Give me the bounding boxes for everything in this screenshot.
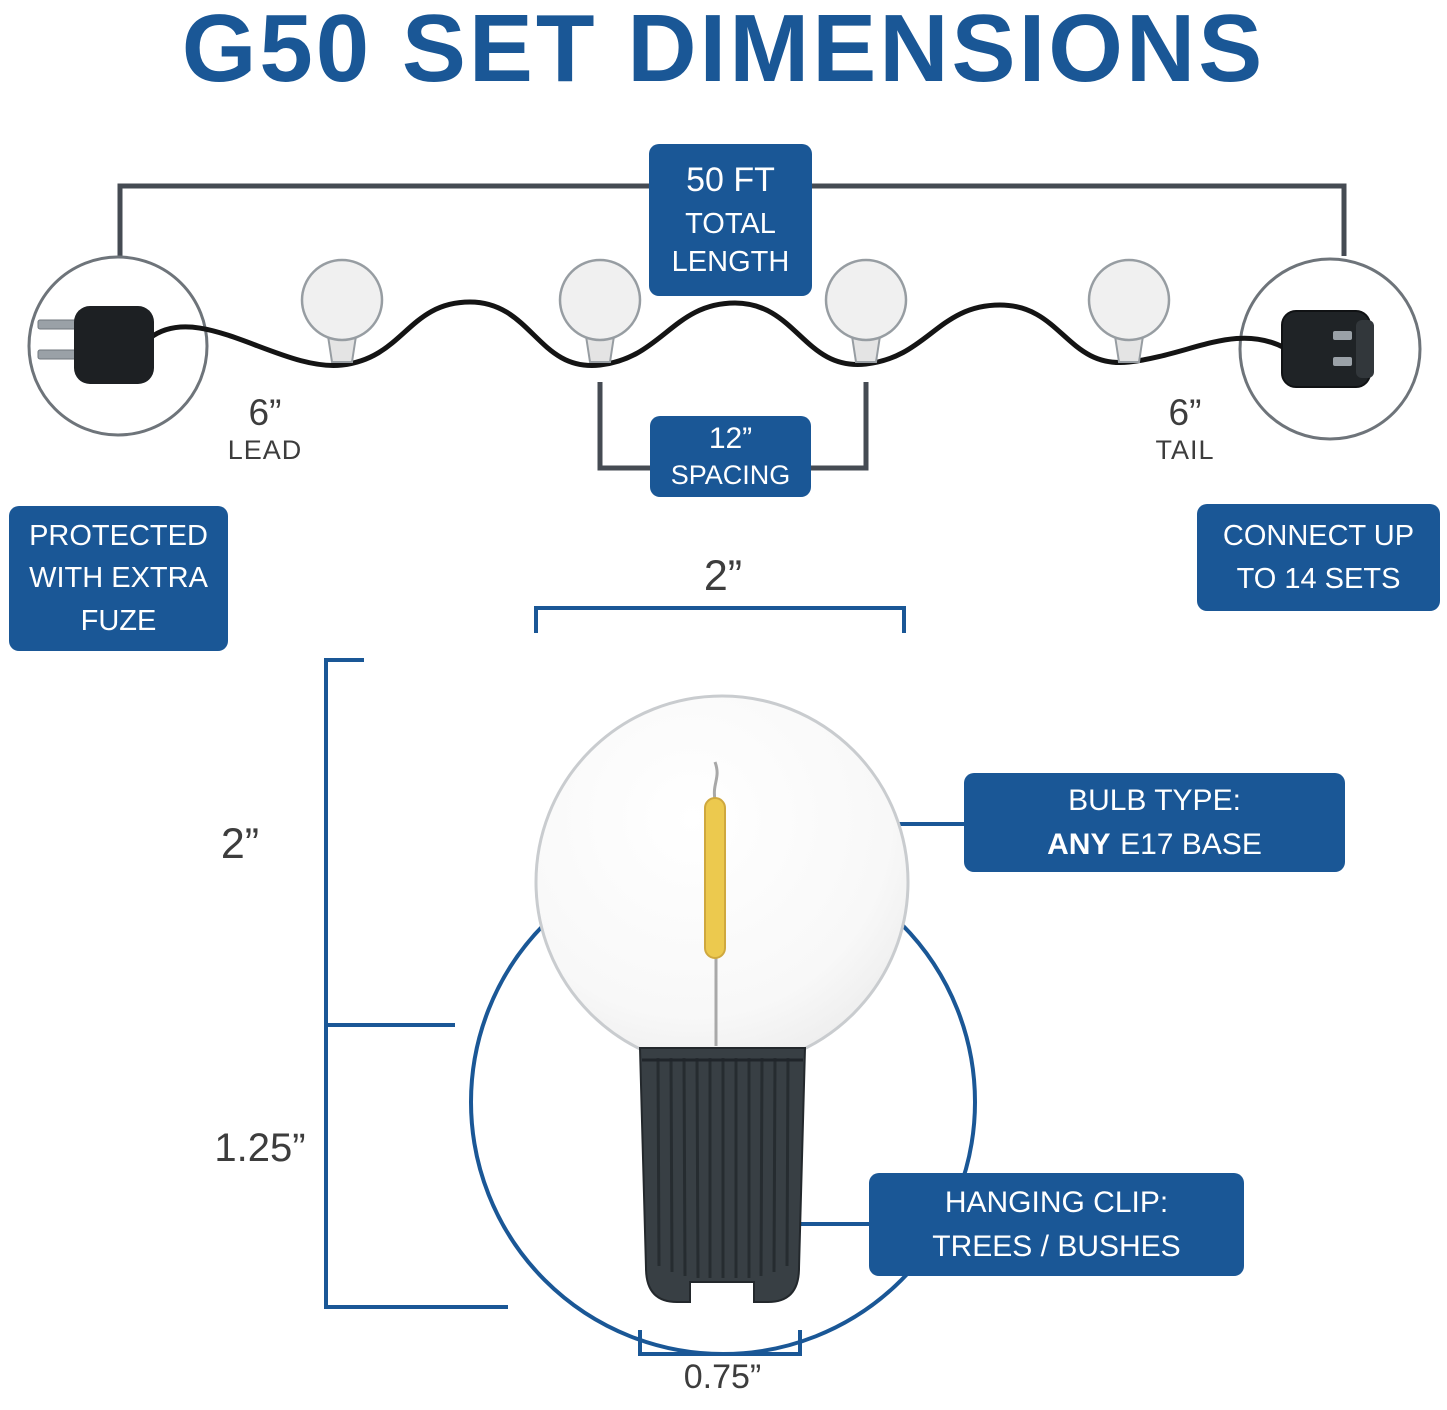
total-length-badge: 50 FT TOTAL LENGTH <box>649 144 812 296</box>
spacing-label: SPACING <box>670 460 791 491</box>
fuse-line-3: FUZE <box>80 604 157 637</box>
bulb-icon <box>1087 258 1171 363</box>
bulb-icon <box>300 258 384 363</box>
tail-value: 6” <box>1168 392 1202 433</box>
spacing-badge: 12” SPACING <box>650 416 811 497</box>
bulb-height-label: 2” <box>220 820 260 868</box>
bulb-type-any: ANY <box>1047 827 1111 861</box>
bulb-type-title: BULB TYPE: <box>1068 784 1241 817</box>
bulb-icon <box>824 258 908 363</box>
lead-word: LEAD <box>227 434 303 465</box>
base-height-label: 1.25” <box>214 1126 306 1170</box>
fuse-line-2: WITH EXTRA <box>29 562 208 595</box>
bulb-type-base: E17 BASE <box>1120 827 1262 861</box>
connect-line-2: TO 14 SETS <box>1236 562 1401 595</box>
led-filament-icon <box>704 761 726 1046</box>
bulb-icon <box>558 258 642 363</box>
width-dimension-line <box>534 606 906 633</box>
total-length-word-2: LENGTH <box>671 246 790 279</box>
clip-line-1: HANGING CLIP: <box>944 1186 1169 1219</box>
bulb-type-value: ANY E17 BASE <box>1047 823 1262 867</box>
connect-line-1: CONNECT UP <box>1222 520 1415 553</box>
lead-value: 6” <box>248 392 282 433</box>
string-wire <box>148 299 1287 368</box>
fuse-protection-badge: PROTECTED WITH EXTRA FUZE <box>9 506 228 651</box>
tail-word: TAIL <box>1155 434 1215 465</box>
fuse-line-1: PROTECTED <box>29 520 208 553</box>
height-dimension-line <box>324 658 508 1309</box>
total-length-word-1: TOTAL <box>685 208 776 241</box>
total-length-value: 50 FT <box>686 161 775 200</box>
lead-length-label: 6” LEAD <box>210 392 320 466</box>
bulb-type-badge: BULB TYPE: ANY E17 BASE <box>964 773 1345 872</box>
page-title: G50 SET DIMENSIONS <box>181 0 1266 102</box>
bulb-width-label: 2” <box>703 552 743 600</box>
bulb-socket <box>638 1047 807 1303</box>
plug-icon <box>37 306 154 384</box>
tail-length-label: 6” TAIL <box>1130 392 1240 466</box>
outlet-icon <box>1281 310 1374 388</box>
base-width-dimension-line <box>638 1330 802 1356</box>
spacing-value: 12” <box>708 421 753 455</box>
hanging-clip-badge: HANGING CLIP: TREES / BUSHES <box>869 1173 1244 1276</box>
base-width-label: 0.75” <box>683 1358 762 1396</box>
clip-line-2: TREES / BUSHES <box>932 1229 1181 1263</box>
connect-sets-badge: CONNECT UP TO 14 SETS <box>1197 504 1440 611</box>
